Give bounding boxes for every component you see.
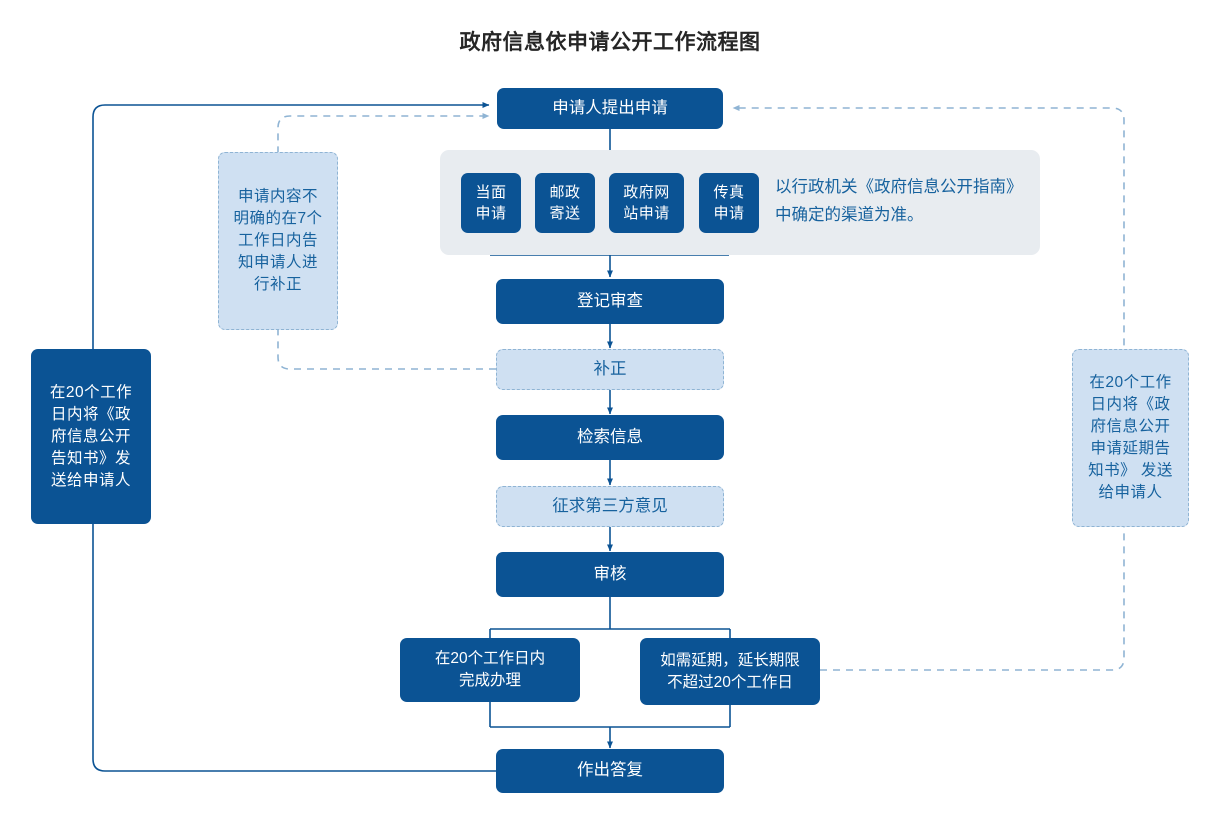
node-make-reply[interactable]: 作出答复 — [496, 749, 724, 793]
node-supplement[interactable]: 补正 — [496, 349, 724, 390]
node-channel-in-person[interactable]: 当面 申请 — [461, 173, 521, 233]
node-register-review[interactable]: 登记审查 — [496, 279, 724, 324]
annotation-extension-notice[interactable]: 在20个工作 日内将《政 府信息公开 申请延期告 知书》 发送 给申请人 — [1072, 349, 1189, 527]
node-third-party-opinion[interactable]: 征求第三方意见 — [496, 486, 724, 527]
node-channel-postal[interactable]: 邮政 寄送 — [535, 173, 595, 233]
channels-note: 以行政机关《政府信息公开指南》 中确定的渠道为准。 — [775, 178, 1023, 225]
node-start[interactable]: 申请人提出申请 — [497, 88, 723, 129]
node-extension-limit[interactable]: 如需延期，延长期限 不超过20个工作日 — [640, 638, 820, 705]
annotation-notice-within-20-days[interactable]: 在20个工作 日内将《政 府信息公开 告知书》发 送给申请人 — [31, 349, 151, 524]
node-channel-website[interactable]: 政府网 站申请 — [609, 173, 684, 233]
node-retrieve-info[interactable]: 检索信息 — [496, 415, 724, 460]
page-title: 政府信息依申请公开工作流程图 — [459, 31, 761, 54]
node-review[interactable]: 审核 — [496, 552, 724, 597]
node-complete-within-20-days[interactable]: 在20个工作日内 完成办理 — [400, 638, 580, 702]
node-channel-fax[interactable]: 传真 申请 — [699, 173, 759, 233]
annotation-unclear-application[interactable]: 申请内容不 明确的在7个 工作日内告 知申请人进 行补正 — [218, 152, 338, 330]
